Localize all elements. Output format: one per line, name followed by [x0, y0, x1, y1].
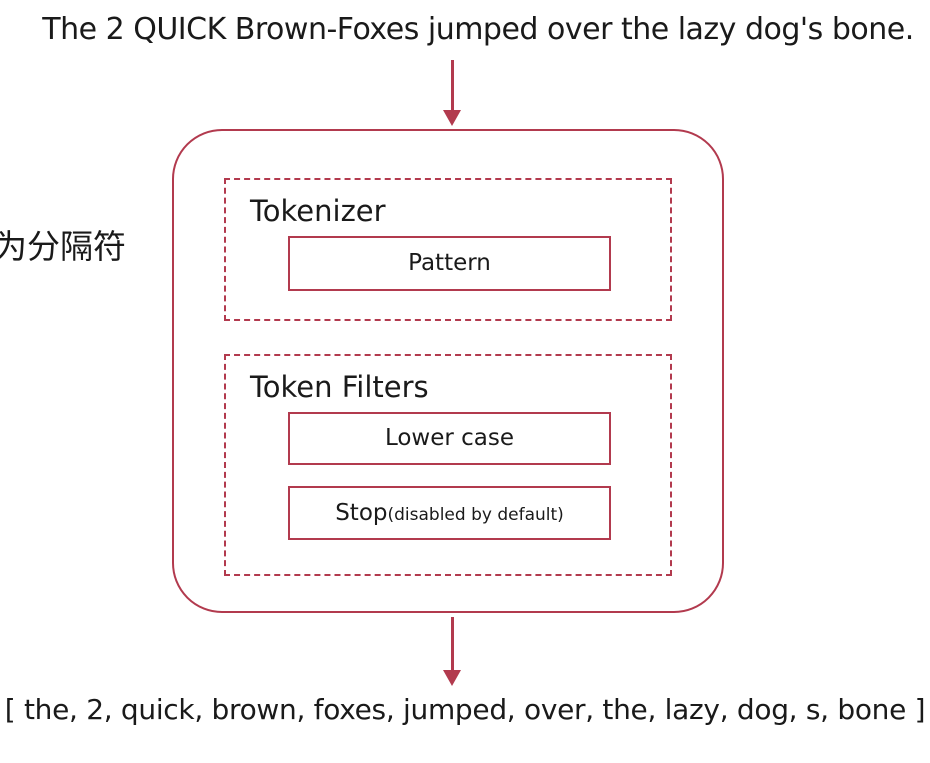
- input-arrow: [443, 60, 461, 126]
- token-filters-section: Token Filters: [224, 354, 672, 576]
- output-arrow: [443, 617, 461, 686]
- side-label: 为分隔符: [0, 227, 126, 266]
- tokenizer-pattern-label: Pattern: [408, 250, 491, 276]
- filter-stop-note: (disabled by default): [387, 505, 564, 525]
- input-sentence: The 2 QUICK Brown-Foxes jumped over the …: [42, 12, 914, 47]
- output-tokens: [ the, 2, quick, brown, foxes, jumped, o…: [4, 693, 926, 726]
- filter-lowercase-box: Lower case: [288, 412, 611, 465]
- analyzer-box: [172, 129, 724, 613]
- filter-lowercase-label: Lower case: [384, 425, 515, 451]
- token-filters-title: Token Filters: [250, 370, 429, 404]
- filter-stop-label: Stop: [335, 500, 388, 526]
- filter-stop-box: Stop(disabled by default): [288, 486, 611, 540]
- tokenizer-section: Tokenizer: [224, 178, 672, 321]
- tokenizer-pattern-box: Pattern: [288, 236, 611, 291]
- tokenizer-title: Tokenizer: [250, 194, 386, 228]
